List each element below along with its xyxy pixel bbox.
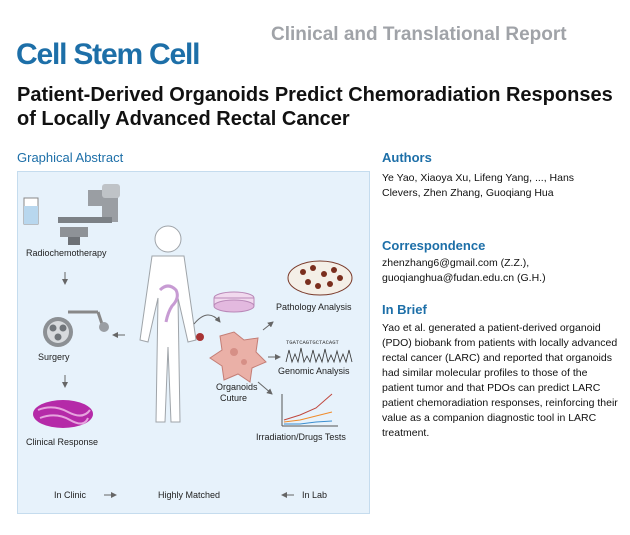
in-brief-heading: In Brief <box>382 302 427 317</box>
label-in-clinic: In Clinic <box>54 490 87 500</box>
tumor-sample-icon <box>196 333 204 341</box>
label-radiochemotherapy: Radiochemotherapy <box>26 248 107 258</box>
graphical-abstract-panel: Radiochemotherapy Surgery Clinical Respo… <box>17 171 370 514</box>
response-curve-icon <box>281 393 338 427</box>
pathology-slide-icon <box>287 260 353 296</box>
correspondence-email-2[interactable]: guoqianghua@fudan.edu.cn (G.H.) <box>382 272 546 284</box>
authors-heading: Authors <box>382 150 432 165</box>
in-brief-text: Yao et al. generated a patient-derived o… <box>382 322 618 439</box>
graphical-abstract-heading: Graphical Abstract <box>17 150 124 165</box>
label-in-lab: In Lab <box>302 490 327 500</box>
label-organoids: Organoids <box>216 382 258 392</box>
dna-sequence-text: TGATCAGTGCTACAGT <box>286 339 340 346</box>
surgery-lamp-icon <box>43 310 109 347</box>
petri-dish-icon <box>213 291 255 313</box>
label-clinical-response: Clinical Response <box>26 437 98 447</box>
label-irradiation-drugs-tests: Irradiation/Drugs Tests <box>256 432 346 442</box>
graphical-abstract-figure: Radiochemotherapy Surgery Clinical Respo… <box>23 184 353 500</box>
radiotherapy-machine-icon <box>23 184 120 245</box>
authors-list: Ye Yao, Xiaoya Xu, Lifeng Yang, ..., Han… <box>382 172 575 199</box>
correspondence-heading: Correspondence <box>382 238 486 253</box>
organoid-icon <box>209 331 267 383</box>
journal-name: Cell Stem Cell <box>16 38 200 71</box>
article-title: Patient-Derived Organoids Predict Chemor… <box>17 84 613 130</box>
correspondence-email-1[interactable]: zhenzhang6@gmail.com (Z.Z.), <box>382 257 530 269</box>
chromatogram-trace <box>285 347 353 364</box>
tissue-histology-icon <box>33 400 93 428</box>
label-highly-matched: Highly Matched <box>158 490 220 500</box>
human-figure-icon <box>139 225 197 423</box>
label-pathology-analysis: Pathology Analysis <box>276 302 352 312</box>
label-genomic-analysis: Genomic Analysis <box>278 366 350 376</box>
label-organoids-culture: Cuture <box>220 393 247 403</box>
report-type: Clinical and Translational Report <box>271 24 567 45</box>
label-surgery: Surgery <box>38 352 70 362</box>
